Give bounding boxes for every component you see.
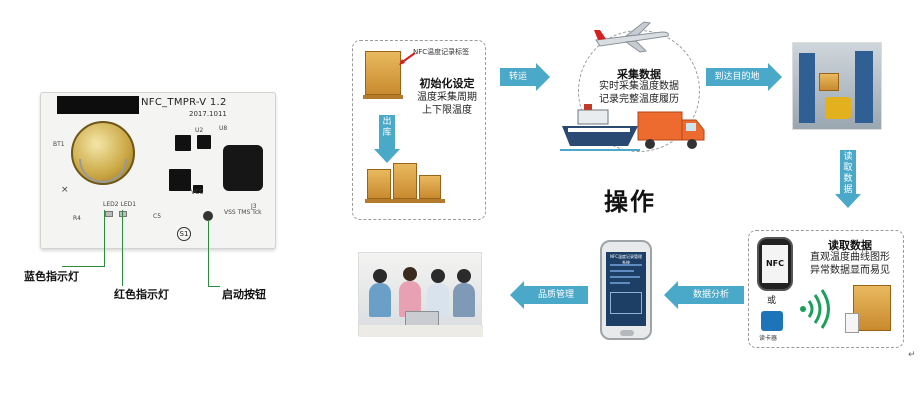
blue-led-callout-h	[62, 266, 105, 267]
pcb-u8-silk: U8	[219, 125, 228, 132]
pcb-led-silk: LED2 LED1	[103, 201, 137, 208]
transport-arrow: 转运	[500, 63, 550, 91]
card-reader-icon	[761, 311, 783, 331]
read-line2: 异常数据显而易见	[810, 265, 890, 276]
led2-pad	[105, 211, 113, 217]
analysis-arrow-label: 数据分析	[678, 286, 744, 304]
quality-arrow: 品质管理	[510, 281, 588, 309]
pcb-c5-silk: C5	[153, 213, 162, 220]
outbound-arrow-label: 出库	[379, 115, 395, 149]
phone-app-title: NFC温度记录管理系统	[609, 254, 643, 265]
read-data-arrow-label: 读取数据	[840, 150, 856, 195]
cargo-crate-stack	[365, 51, 401, 95]
pcb-battery-silk: BT1	[53, 141, 65, 148]
init-title: 初始化设定	[419, 77, 475, 90]
pcb-u2-silk: U2	[195, 127, 204, 134]
pcb-vss-silk: VSS TMS Tck	[224, 209, 262, 216]
warehouse-crate-2	[393, 163, 417, 199]
phone-chart-area	[610, 292, 642, 314]
phone-home-button	[620, 330, 634, 336]
airplane-icon	[594, 21, 669, 53]
quality-arrow-label: 品质管理	[524, 286, 588, 304]
tagged-cargo	[853, 285, 891, 331]
truck-icon	[637, 111, 705, 149]
pcb-r4-silk: R4	[73, 215, 81, 222]
button-s1-mark: S1	[177, 227, 191, 241]
start-button-pad	[203, 211, 213, 221]
pcb-x-mark: ×	[61, 185, 69, 195]
init-line2: 上下限温度	[422, 105, 472, 116]
cargo-pallet	[363, 95, 403, 99]
nfc-tag-label: NFC温度记录标签	[413, 48, 470, 56]
red-led-label: 红色指示灯	[114, 288, 169, 301]
pcb-vcc-silk: VCC	[191, 189, 204, 196]
step-read-box: NFC 或 读卡器 读取数据 直观温度曲线图形 异常数据显而易见	[748, 230, 904, 348]
nfc-wave-icon	[800, 289, 830, 329]
start-button-label: 启动按钮	[222, 288, 266, 301]
transport-arrow-label: 转运	[500, 68, 536, 86]
pcb-antenna-strip	[57, 96, 139, 114]
start-button-callout-line	[208, 220, 209, 286]
chip-u8	[175, 135, 191, 151]
arrive-arrow-label: 到达目的地	[706, 68, 768, 86]
pcb-date-label: 2017.1011	[189, 110, 227, 118]
return-mark-icon: ↵	[908, 350, 916, 360]
nfc-pcb-board: NFC_TMPR-V 1.2 2017.1011 BT1 × U8 U2 VCC…	[40, 92, 276, 249]
nfc-phone-text: NFC	[762, 245, 788, 283]
start-button-callout-h	[208, 286, 220, 287]
collect-line1: 实时采集温度数据	[599, 81, 679, 92]
operation-title: 操作	[604, 188, 656, 216]
or-text: 或	[767, 296, 777, 306]
phone-screen: NFC温度记录管理系统	[606, 252, 646, 326]
nfc-tag-device	[845, 313, 859, 333]
nfc-inductor	[223, 145, 263, 191]
init-line1: 温度采集周期	[417, 92, 477, 103]
team-meeting-photo	[358, 252, 483, 337]
led1-pad	[119, 211, 127, 217]
analysis-phone: NFC温度记录管理系统	[600, 240, 652, 340]
warehouse-crate-1	[367, 169, 391, 199]
chip-small	[193, 185, 203, 193]
warehouse-photo	[792, 42, 882, 130]
red-pointer-arrow	[399, 52, 416, 65]
blue-led-label: 蓝色指示灯	[24, 270, 79, 283]
warehouse-pallet	[365, 199, 445, 203]
red-led-callout-line	[122, 210, 123, 286]
collect-line2: 记录完整温度履历	[599, 94, 679, 105]
pcb-j3-silk: J3	[251, 203, 257, 210]
arrive-arrow: 到达目的地	[706, 63, 782, 91]
read-line1: 直观温度曲线图形	[810, 252, 890, 263]
nfc-phone: NFC	[757, 237, 793, 291]
forklift-icon	[825, 97, 851, 119]
collect-title: 采集数据	[617, 68, 661, 81]
mcu-chip	[169, 169, 191, 191]
analysis-arrow: 数据分析	[664, 281, 744, 309]
blue-led-callout-line	[104, 210, 105, 266]
chip-u2	[197, 135, 211, 149]
step-init-box: NFC温度记录标签 初始化设定 温度采集周期 上下限温度 出库	[352, 40, 486, 220]
read-title: 读取数据	[828, 239, 872, 252]
warehouse-crate-3	[419, 175, 441, 199]
cargo-ship-icon	[560, 104, 640, 151]
card-reader-label: 读卡器	[759, 335, 778, 342]
pcb-model-label: NFC_TMPR-V 1.2	[141, 97, 227, 108]
